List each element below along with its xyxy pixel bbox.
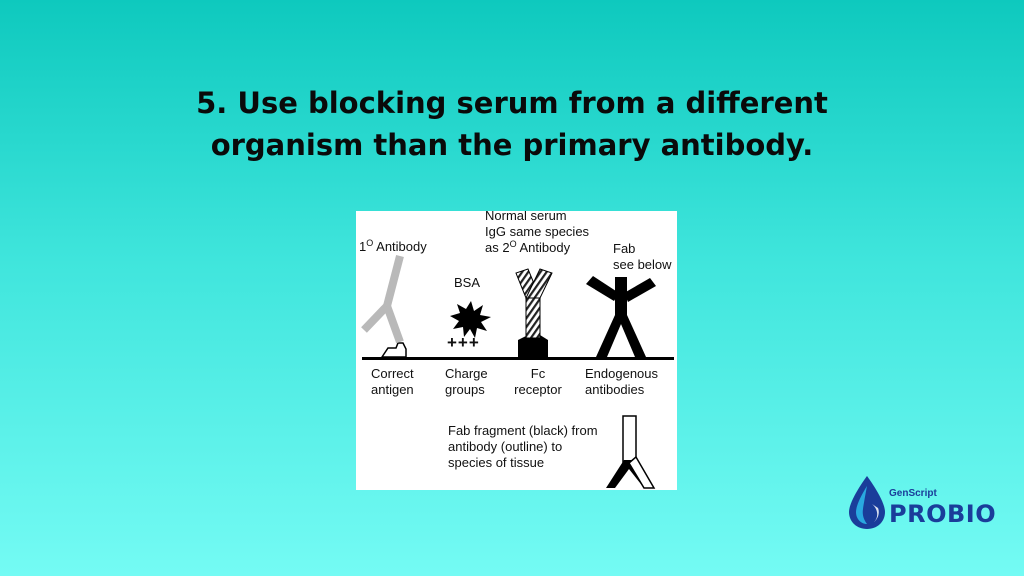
label-fc-receptor: Fc receptor bbox=[514, 366, 562, 397]
endogenous-antibody-shape bbox=[586, 276, 656, 357]
bsa-star-shape bbox=[450, 301, 491, 338]
tissue-baseline bbox=[362, 357, 674, 360]
label-endogenous-antibodies: Endogenous antibodies bbox=[585, 366, 659, 397]
charge-groups-glyphs: +++ bbox=[447, 333, 480, 352]
diagram-graphics bbox=[361, 254, 674, 489]
droplet-icon bbox=[849, 476, 885, 529]
label-correct-antigen: Correct antigen bbox=[371, 366, 414, 397]
label-charge-groups: Charge groups bbox=[445, 366, 488, 397]
blocking-diagram: 1O Antibody Normal serum IgG same specie… bbox=[356, 211, 677, 490]
logo-brand-small: GenScript bbox=[889, 488, 937, 499]
slide-title-line-2: organism than the primary antibody. bbox=[210, 128, 814, 162]
genscript-probio-logo: GenScript PROBIO bbox=[845, 474, 997, 532]
slide-title: 5. Use blocking serum from a different o… bbox=[0, 82, 1024, 166]
slide-title-line-1: 5. Use blocking serum from a different bbox=[196, 86, 828, 120]
normal-serum-igg-shape bbox=[515, 268, 553, 339]
primary-antibody-label: 1O Antibody bbox=[359, 238, 427, 255]
primary-antibody-shape bbox=[361, 254, 404, 344]
fab-fragment-note: Fab fragment (black) from antibody (outl… bbox=[448, 423, 598, 470]
logo-brand-large: PROBIO bbox=[889, 500, 997, 528]
fc-receptor-shape bbox=[518, 335, 548, 357]
normal-serum-label: Normal serum IgG same species as 2O Anti… bbox=[485, 211, 590, 255]
fab-fragment-shape bbox=[606, 415, 656, 489]
fab-label: Fab see below bbox=[613, 241, 672, 272]
bsa-label: BSA bbox=[454, 275, 481, 290]
correct-antigen-shape bbox=[380, 342, 407, 358]
